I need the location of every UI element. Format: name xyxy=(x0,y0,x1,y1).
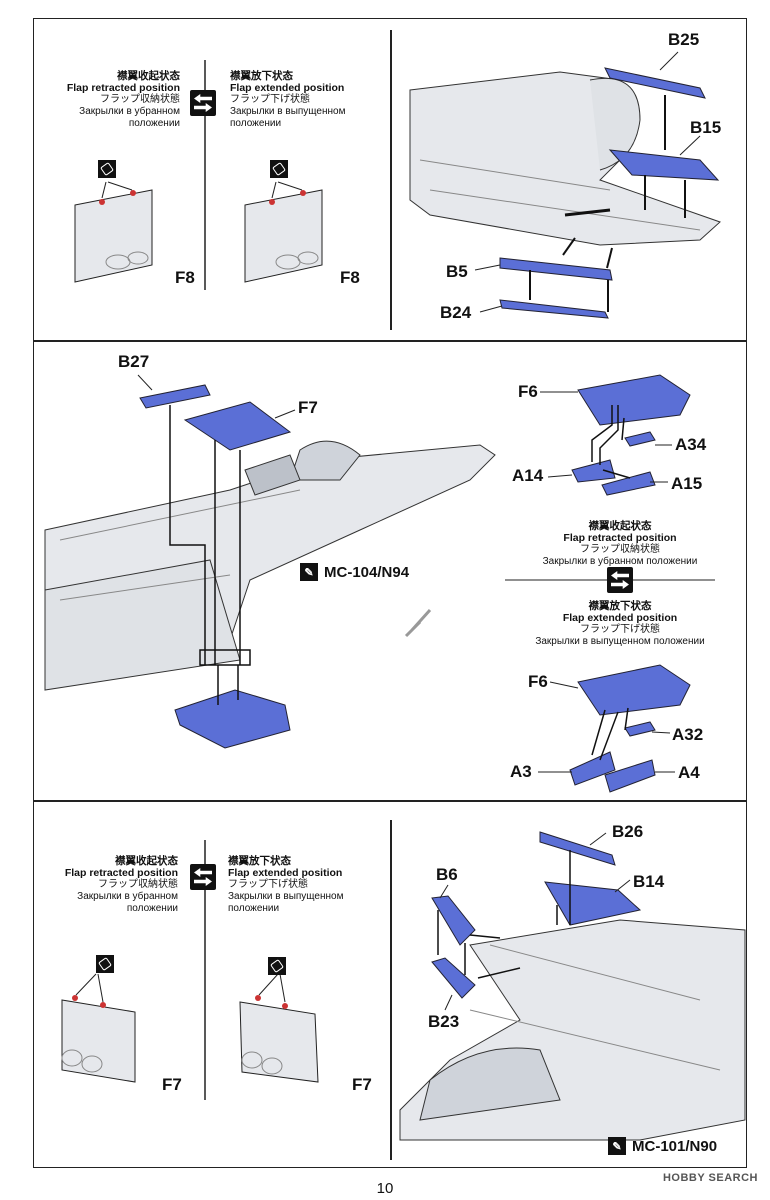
part-label-b5: B5 xyxy=(446,262,468,281)
divider-section1 xyxy=(390,30,392,330)
swap-position-icon xyxy=(190,90,216,116)
part-label-f6: F6 xyxy=(518,382,538,401)
note-retracted-s2: 襟翼收起状态 Flap retracted position フラップ収納状態 … xyxy=(542,520,698,567)
divider-bottom xyxy=(33,800,747,802)
part-label-f7: F7 xyxy=(352,1075,372,1094)
part-f6-extended xyxy=(577,664,691,716)
aircraft-fuselage-section2 xyxy=(44,440,496,691)
part-label-f7: F7 xyxy=(162,1075,182,1094)
note-retracted-s3: 襟翼收起状态 Flap retracted position フラップ収納状態 … xyxy=(64,855,178,914)
part-label-b6: B6 xyxy=(436,865,458,884)
part-label-a14: A14 xyxy=(512,466,544,485)
part-a14 xyxy=(571,459,616,483)
part-b23 xyxy=(431,957,476,999)
swap-position-icon xyxy=(190,864,216,890)
paint-code-mc104: ✎ MC-104/N94 xyxy=(300,563,409,581)
part-label-b15: B15 xyxy=(690,118,722,137)
glue-icon xyxy=(268,957,286,975)
part-label-a15: A15 xyxy=(671,474,703,493)
flap-panel-f7-extended xyxy=(239,973,319,1083)
divider-section3 xyxy=(390,820,392,1160)
part-b6 xyxy=(431,895,476,946)
part-f6-retracted xyxy=(577,374,691,426)
part-label-f8: F8 xyxy=(175,268,195,287)
part-label-b25: B25 xyxy=(668,30,700,49)
note-extended-s3: 襟翼放下状态 Flap extended position フラップ下げ状態 З… xyxy=(228,855,344,914)
part-label-a4: A4 xyxy=(678,763,700,782)
note-extended-s2: 襟翼放下状态 Flap extended position フラップ下げ状態 З… xyxy=(535,600,705,647)
glue-icon xyxy=(96,955,114,973)
part-a15 xyxy=(601,471,656,496)
part-label-a34: A34 xyxy=(675,435,707,454)
page-frame xyxy=(33,18,747,1168)
part-b14 xyxy=(544,881,642,926)
paint-code-mc101: ✎ MC-101/N90 xyxy=(608,1137,717,1155)
part-f7-top xyxy=(183,401,292,451)
flap-panel-f8-retracted xyxy=(74,181,153,283)
part-b26 xyxy=(539,831,616,866)
part-label-a32: A32 xyxy=(672,725,704,744)
divider-top xyxy=(33,340,747,342)
part-b25 xyxy=(604,67,706,99)
page-number: 10 xyxy=(376,1180,394,1197)
swap-position-icon xyxy=(607,567,633,593)
flap-panel-f8-extended xyxy=(244,181,323,283)
aircraft-wing-section3 xyxy=(399,919,746,1141)
watermark: HOBBY SEARCH xyxy=(662,1172,758,1184)
part-a3 xyxy=(569,751,616,786)
part-a4 xyxy=(604,759,656,793)
aircraft-wing-section1 xyxy=(409,71,721,246)
part-label-b27: B27 xyxy=(118,352,150,371)
flap-panel-f7-retracted xyxy=(61,973,136,1083)
part-label-b14: B14 xyxy=(633,872,665,891)
part-label-a3: A3 xyxy=(510,762,532,781)
part-label-b26: B26 xyxy=(612,822,644,841)
part-a32 xyxy=(624,721,656,737)
part-b24 xyxy=(499,299,609,319)
paint-icon: ✎ xyxy=(608,1137,626,1155)
glue-icon xyxy=(270,160,288,178)
paint-icon: ✎ xyxy=(300,563,318,581)
part-b15 xyxy=(608,149,720,181)
part-label-f7: F7 xyxy=(298,398,318,417)
note-retracted-s1: 襟翼收起状态 Flap retracted position フラップ収納状態 … xyxy=(66,70,180,129)
part-label-f6: F6 xyxy=(528,672,548,691)
glue-icon xyxy=(98,160,116,178)
part-a34 xyxy=(624,431,656,447)
part-f7-bottom xyxy=(174,689,291,749)
part-b27 xyxy=(139,384,211,409)
part-label-b24: B24 xyxy=(440,303,472,322)
note-extended-s1: 襟翼放下状态 Flap extended position フラップ下げ状態 З… xyxy=(230,70,346,129)
part-label-b23: B23 xyxy=(428,1012,460,1031)
part-b5 xyxy=(499,257,613,281)
part-label-f8: F8 xyxy=(340,268,360,287)
